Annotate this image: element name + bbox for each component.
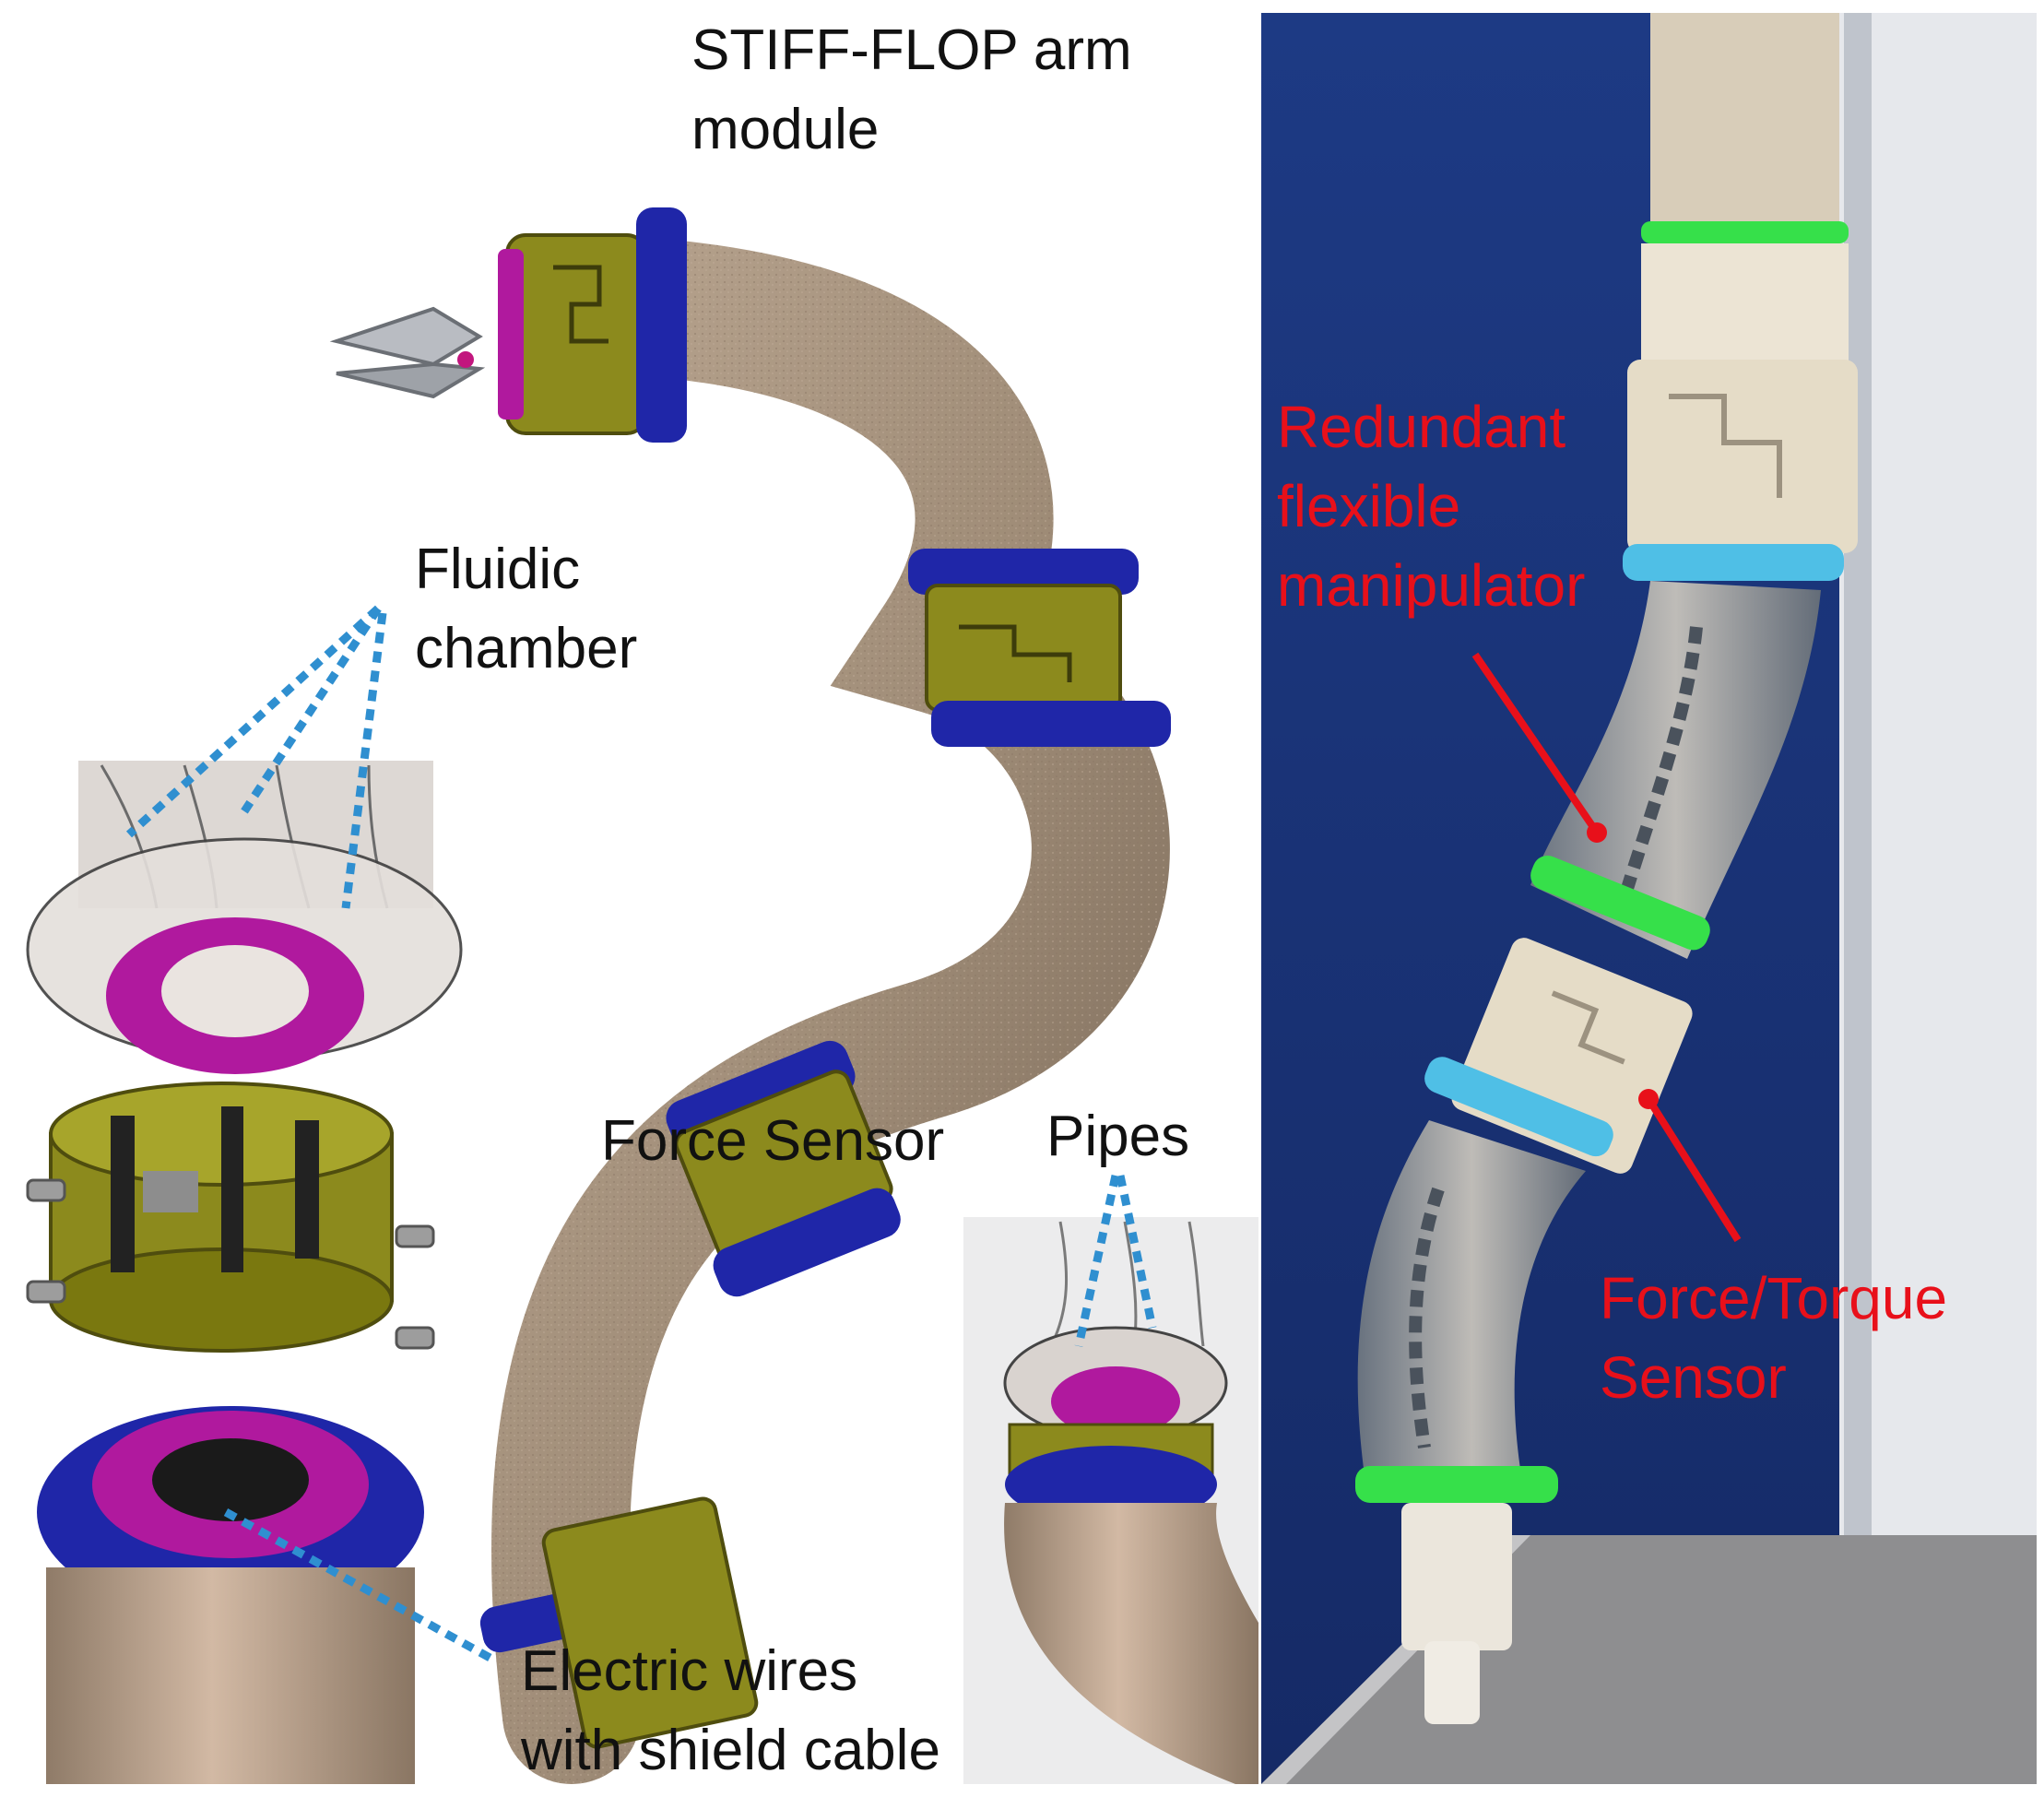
label-redundant-manipulator: Redundant flexible manipulator	[1277, 394, 1586, 619]
redundant-manipulator-pointer	[1471, 652, 1599, 833]
leader-lines	[125, 605, 1157, 1663]
label-electric-wires: Electric wires with shield cable	[521, 1639, 940, 1782]
gripper-tip	[329, 306, 486, 399]
prototype-photo	[1261, 13, 2037, 1784]
pipes-leader-1	[1074, 1175, 1120, 1347]
fluidic-chamber-leader-2	[241, 606, 382, 814]
force-sensor-module	[666, 1040, 901, 1297]
arm-texture	[491, 235, 1170, 1784]
label-pipes: Pipes	[1046, 1105, 1190, 1168]
connector-module-top	[498, 207, 687, 443]
exploded-view-render	[26, 761, 463, 1784]
pipes-inset-render	[963, 1217, 1258, 1784]
pipes-leader-2	[1116, 1175, 1157, 1329]
force-torque-sensor-pointer	[1647, 1099, 1742, 1243]
base-tube	[46, 1567, 415, 1784]
label-force-sensor: Force Sensor	[601, 1109, 945, 1173]
fluidic-chamber-leader-3	[341, 612, 387, 909]
label-arm-module: STIFF-FLOP arm module	[691, 18, 1132, 161]
fluidic-chamber-leader-1	[125, 605, 382, 838]
electric-wires-leader	[223, 1508, 496, 1663]
stiff-flop-arm-render	[329, 207, 1171, 1784]
connector-module-bottom	[479, 1496, 759, 1749]
label-fluidic-chamber: Fluidic chamber	[415, 538, 638, 680]
label-force-torque-sensor: Force/Torque Sensor	[1600, 1265, 1948, 1411]
connector-module-middle	[908, 549, 1171, 747]
